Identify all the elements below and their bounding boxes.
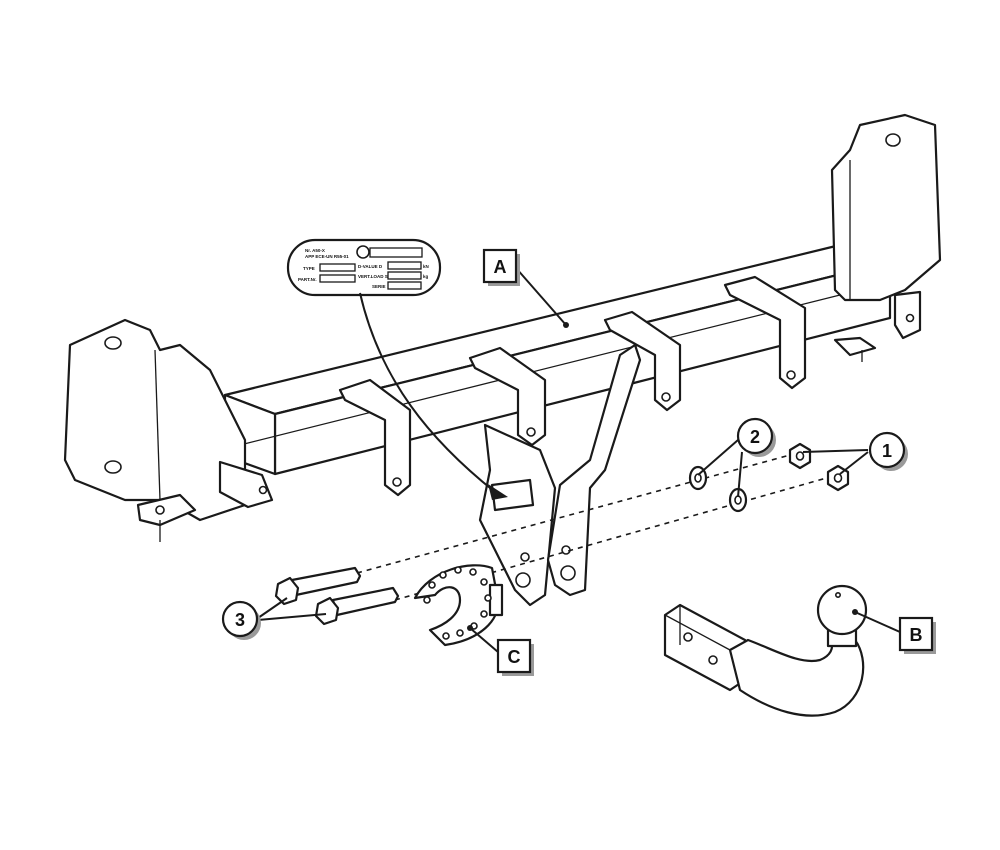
nut-upper [788, 442, 812, 470]
identification-plate: Nr. A50-X APP ECE-UN R55-01 TYPE PART.Nr… [286, 238, 442, 297]
left-plate-hole-top [104, 336, 122, 350]
center-bracket-slot [490, 478, 535, 512]
callout-b-label: B [910, 625, 923, 645]
left-clamp-hole [258, 485, 268, 495]
plate-type-label: TYPE [303, 266, 315, 271]
bolt-lower [314, 586, 400, 626]
plate-part-label: PART.Nr. [298, 277, 317, 282]
callout-2-leader-b [737, 451, 743, 498]
crossbar-assembly [63, 113, 942, 607]
callout-3-label: 3 [235, 610, 245, 630]
plate-s-label: VERT.LOAD S [358, 274, 388, 279]
callout-3-circle [221, 600, 259, 638]
callout-3-leader-b [257, 613, 327, 621]
plate-arrow-head [488, 484, 508, 500]
callout-b-box [898, 616, 934, 652]
callout-a-leader [515, 267, 567, 326]
plate-d-label: D-VALUE D [358, 264, 383, 269]
right-clamp-hole [905, 313, 915, 323]
plate-kg-unit: kg [423, 274, 429, 279]
beam-bracket-2 [468, 346, 547, 447]
left-clamp [218, 460, 274, 509]
plate-kn-unit: kN [423, 264, 429, 269]
callout-1-leader-a [802, 449, 869, 453]
callout-c-box [496, 638, 532, 674]
callout-c-label: C [508, 647, 521, 667]
crossbar-edge-line [239, 289, 861, 446]
left-plate-hole-bottom [104, 460, 122, 474]
ball-neck [663, 584, 868, 717]
tow-ball [816, 584, 868, 636]
callout-1-leader-b [839, 451, 869, 475]
callout-2-label: 2 [750, 427, 760, 447]
center-hole-2 [515, 572, 531, 588]
right-plate-hole [885, 133, 901, 147]
left-bottom-tab [136, 493, 197, 527]
bolt-upper [274, 566, 362, 606]
callout-2-circle [736, 417, 774, 455]
callout-c-leader [469, 627, 499, 653]
right-bottom-tab [833, 336, 877, 357]
center-hole-1 [520, 552, 530, 562]
callout-a-label: A [494, 257, 507, 277]
callout-1-circle [868, 431, 906, 469]
plate-text-line1: Nr. A50-X [305, 248, 325, 253]
nut-lower [826, 464, 850, 492]
left-tab-hole [155, 505, 165, 515]
callout-3-leader-a [257, 597, 288, 619]
callout-a-box [482, 248, 518, 284]
neck-curved-arm [728, 638, 865, 717]
center-drop-bracket [478, 343, 642, 607]
beam-bracket-4 [723, 275, 807, 390]
callout-1-label: 1 [882, 441, 892, 461]
plate-serial-label: SERIE [372, 284, 386, 289]
plate-text-line2: APP ECE-UN R55-01 [305, 254, 349, 259]
center-hole-4 [560, 565, 576, 581]
right-mounting-plate [830, 113, 942, 302]
alignment-line-upper [356, 454, 791, 574]
left-plate-fold [154, 349, 161, 501]
beam-bracket-3 [603, 310, 682, 412]
plate-location-arrow [359, 292, 496, 493]
callout-b-leader [854, 611, 901, 633]
socket-plate [413, 564, 504, 647]
beam-bracket-1 [338, 378, 412, 497]
callout-2-leader-a [697, 439, 739, 476]
